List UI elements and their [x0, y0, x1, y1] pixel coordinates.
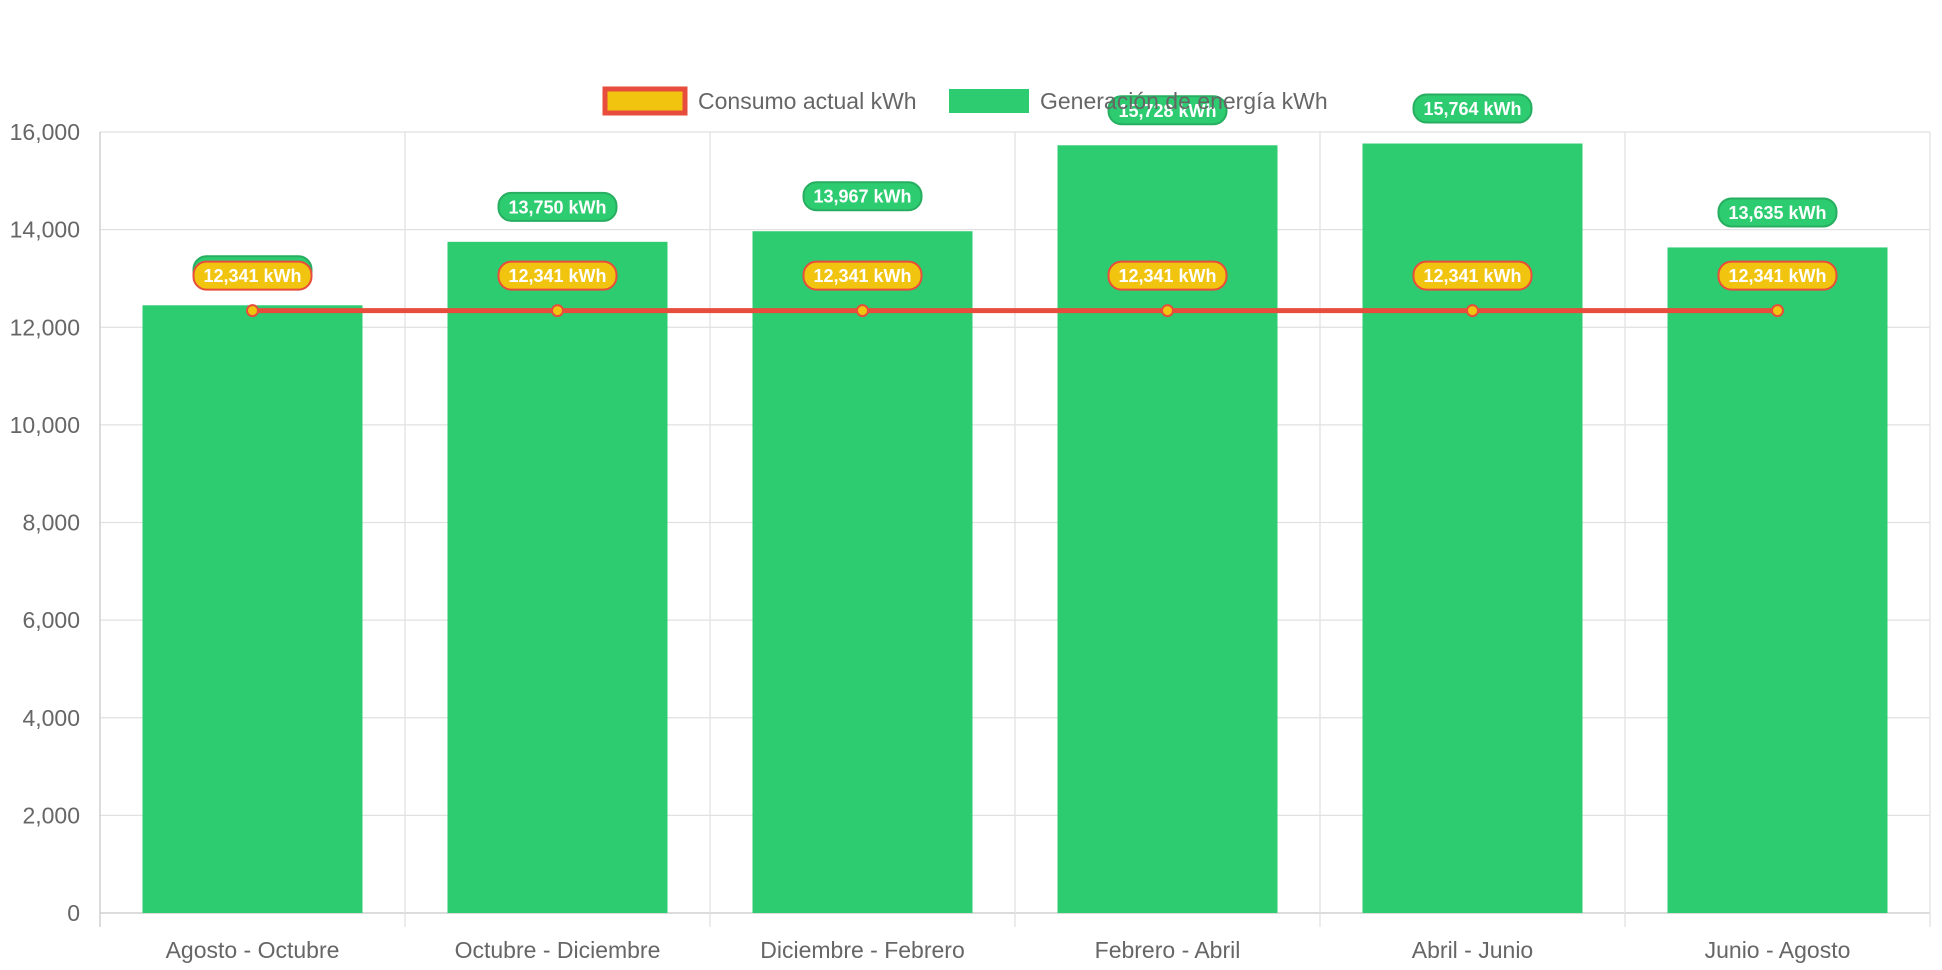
consumption-value-label-bg [1412, 260, 1533, 291]
consumption-value-label-text: 12,341 kWh [1423, 266, 1521, 286]
generation-value-label-bg [497, 191, 618, 222]
generation-value-label-bg [1107, 95, 1228, 126]
generation-value-label: 13,635 kWh [1717, 197, 1838, 228]
generation-value-label-bg [802, 181, 923, 212]
legend-swatch-consumption [602, 86, 688, 116]
generation-value-label-text: 13,967 kWh [813, 187, 911, 207]
consumption-point [246, 304, 259, 318]
consumption-point [1161, 304, 1174, 318]
x-tick-label: Febrero - Abril [1095, 937, 1241, 963]
y-tick-label: 10,000 [10, 412, 80, 438]
consumption-value-label-bg [802, 260, 923, 291]
generation-value-label: 13,750 kWh [497, 191, 618, 222]
generation-value-label-text: 13,635 kWh [1728, 203, 1826, 223]
consumption-point [856, 304, 869, 318]
consumption-value-label: 12,341 kWh [802, 260, 923, 291]
axes: 0 2,000 4,000 6,000 8,000 10,000 12,000 14,000 1… [10, 119, 1851, 963]
consumption-point [1771, 304, 1784, 318]
consumption-value-label-bg [192, 260, 313, 291]
legend-label-generation: Generación de energía kWh [1040, 88, 1328, 114]
x-tick-label: Agosto - Octubre [166, 937, 340, 963]
generation-bar [142, 305, 363, 913]
grid [99, 131, 1931, 927]
generation-value-label-text: 15,728 kWh [1118, 101, 1216, 121]
line-series [246, 304, 1784, 318]
generation-value-label-text: 13,750 kWh [508, 197, 606, 217]
consumption-value-label: 12,341 kWh [192, 260, 313, 291]
generation-value-label-bg [1717, 197, 1838, 228]
generation-bar [447, 241, 668, 913]
generation-value-label-text: 15,764 kWh [1423, 99, 1521, 119]
legend-label-consumption: Consumo actual kWh [698, 88, 917, 114]
y-tick-label: 4,000 [22, 705, 80, 731]
y-tick-label: 0 [67, 900, 80, 926]
generation-bar [1057, 145, 1278, 914]
consumption-value-label-text: 12,341 kWh [813, 266, 911, 286]
legend[interactable]: Consumo actual kWh Generación de energía … [602, 86, 1328, 116]
consumption-value-label-text: 12,341 kWh [203, 266, 301, 286]
y-tick-label: 6,000 [22, 607, 80, 633]
generation-value-label: 15,764 kWh [1412, 93, 1533, 124]
consumption-value-label: 12,341 kWh [1107, 260, 1228, 291]
consumption-value-label: 12,341 kWh [497, 260, 618, 291]
x-tick-label: Diciembre - Febrero [760, 937, 965, 963]
legend-item-consumption[interactable]: Consumo actual kWh [602, 86, 917, 116]
x-tick-label: Junio - Agosto [1705, 937, 1851, 963]
y-tick-label: 8,000 [22, 510, 80, 536]
consumption-value-label-text: 12,341 kWh [1118, 266, 1216, 286]
generation-bar [1362, 143, 1583, 913]
consumption-value-label-text: 12,341 kWh [1728, 266, 1826, 286]
legend-item-generation[interactable]: Generación de energía kWh [949, 88, 1328, 114]
generation-bar [752, 231, 973, 913]
consumption-value-label-bg [1107, 260, 1228, 291]
consumption-value-label: 12,341 kWh [1412, 260, 1533, 291]
consumption-value-label-bg [1717, 260, 1838, 291]
consumption-value-label-text: 12,341 kWh [508, 266, 606, 286]
y-tick-label: 12,000 [10, 314, 80, 340]
generation-value-label-bg [1412, 93, 1533, 124]
y-tick-label: 2,000 [22, 802, 80, 828]
consumption-value-label-bg [497, 260, 618, 291]
generation-value-label: 13,967 kWh [802, 181, 923, 212]
x-tick-label: Abril - Junio [1412, 937, 1533, 963]
x-tick-label: Octubre - Diciembre [455, 937, 661, 963]
y-tick-label: 16,000 [10, 119, 80, 145]
consumption-point [1466, 304, 1479, 318]
legend-swatch-generation [949, 89, 1029, 113]
generation-bar [1667, 247, 1888, 914]
y-tick-label: 14,000 [10, 217, 80, 243]
generation-value-label: 15,728 kWh [1107, 95, 1228, 126]
consumption-point [551, 304, 564, 318]
consumption-value-label: 12,341 kWh [1717, 260, 1838, 291]
